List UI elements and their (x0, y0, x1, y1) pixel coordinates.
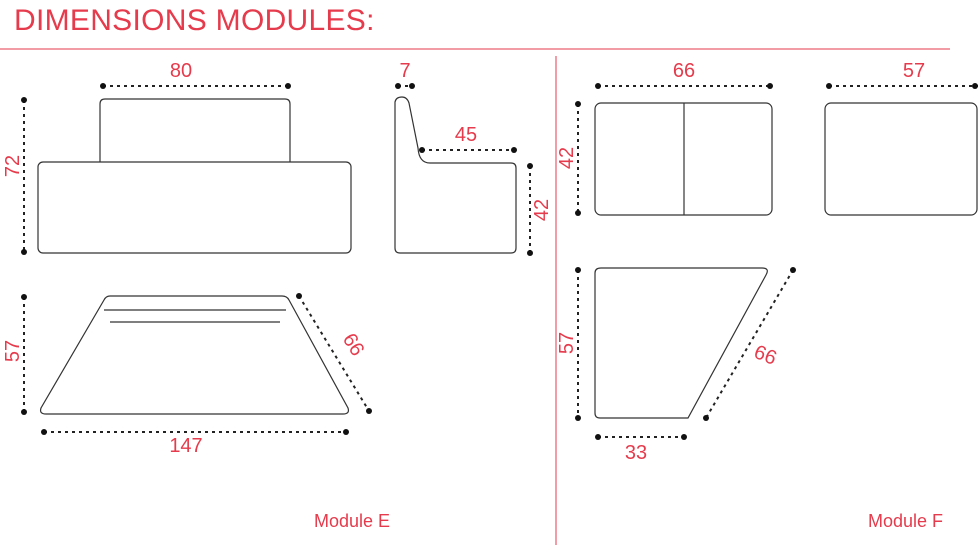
module-e-backrest-thickness-label: 7 (399, 60, 410, 82)
module-f-top-side-label: 66 (751, 341, 780, 370)
module-f-top-depth-label: 57 (556, 332, 578, 354)
module-e-backrest-outline (99, 98, 291, 162)
module-f-top-outline (594, 267, 768, 419)
module-e-front-width-label: 80 (170, 60, 192, 82)
module-f-top-view: 57 66 33 (556, 267, 796, 464)
module-f-side-view: 57 (824, 60, 978, 216)
module-e-side-view: 7 45 42 (394, 60, 553, 256)
page-title: DIMENSIONS MODULES: (14, 4, 375, 37)
module-f-side-outline (824, 102, 978, 216)
module-f-side-width-label: 57 (903, 60, 925, 82)
module-e-label: Module E (314, 511, 391, 531)
module-e-seat-depth-label: 45 (455, 124, 477, 146)
module-e-top-width-label: 147 (169, 435, 202, 457)
module-e-side-outline (394, 96, 517, 254)
module-f-front-view: 66 42 (556, 60, 773, 216)
module-f-front-height-label: 42 (556, 147, 578, 169)
module-e-seat-height-label: 42 (531, 199, 553, 221)
module-e-front-height-label: 72 (2, 155, 24, 177)
module-e-top-side-label: 66 (338, 330, 368, 361)
module-e-front-view: 80 72 (2, 60, 352, 255)
module-e-top-outline (39, 295, 350, 415)
module-f-front-width-label: 66 (673, 60, 695, 82)
module-e-top-depth-label: 57 (2, 340, 24, 362)
module-f-top-back-width-label: 33 (625, 442, 647, 464)
module-f-label: Module F (868, 511, 944, 531)
module-e-top-view: 57 66 147 (2, 293, 372, 457)
module-e-seat-outline (37, 161, 352, 254)
